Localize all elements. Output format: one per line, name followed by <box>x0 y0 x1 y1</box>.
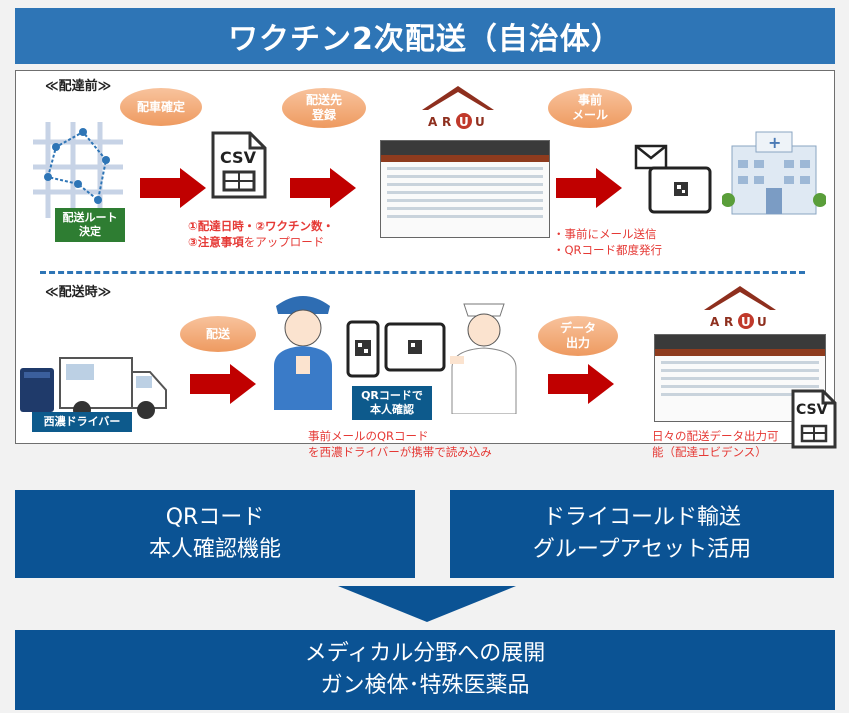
tablet-qr-icon <box>384 322 446 372</box>
csv-label: CSV <box>796 402 828 418</box>
phone-qr-icon <box>346 320 380 378</box>
delivery-bubble: 配送 <box>180 316 256 352</box>
chevron-down-icon <box>338 586 516 622</box>
email-bubble: 事前メール <box>548 88 632 128</box>
driver-person-icon <box>274 296 332 410</box>
data-output-note: 日々の配送データ出力可 能（配達エビデンス） <box>652 429 779 459</box>
email-note: ・事前にメール送信 ・QRコード都度発行 <box>553 227 663 257</box>
hospital-icon: + <box>722 131 826 215</box>
qr-note: 事前メールのQRコード を西濃ドライバーが携帯で読み込み <box>308 429 492 459</box>
page-title: ワクチン2次配送（自治体） <box>15 8 835 64</box>
aruu-logo: A R U U <box>422 86 494 129</box>
section-label-before: ≪配達前≫ <box>45 79 112 94</box>
arrow-right-icon <box>140 168 206 208</box>
arrow-right-icon <box>548 364 614 404</box>
svg-text:A: A <box>710 315 720 329</box>
driver-label: 西濃ドライバー <box>32 412 132 432</box>
arrow-right-icon <box>290 168 356 208</box>
medical-expansion-box: メディカル分野への展開 ガン検体･特殊医薬品 <box>15 630 835 710</box>
csv-label: CSV <box>220 148 256 167</box>
svg-text:U: U <box>459 115 469 129</box>
route-map-icon <box>28 122 128 218</box>
csv-file-icon <box>791 389 837 449</box>
qr-verification-label: QRコードで本人確認 <box>352 386 432 420</box>
svg-text:R: R <box>442 115 451 129</box>
svg-text:R: R <box>724 315 733 329</box>
section-divider <box>40 271 805 274</box>
arrow-right-icon <box>556 168 622 208</box>
section-label-during: ≪配送時≫ <box>45 285 112 300</box>
route-decision-label: 配送ルート決定 <box>55 208 125 242</box>
svg-text:U: U <box>741 315 751 329</box>
svg-text:U: U <box>757 315 767 329</box>
aruu-logo: A R U U <box>704 286 776 329</box>
dispatch-bubble: 配車確定 <box>120 88 202 126</box>
register-bubble: 配送先登録 <box>282 88 366 128</box>
upload-note: ①配達日時・②ワクチン数・ ③注意事項をアップロード <box>188 219 334 249</box>
tablet-qr-icon <box>648 166 712 214</box>
svg-text:+: + <box>768 133 781 152</box>
delivery-van-icon <box>20 357 167 419</box>
qr-feature-box: QRコード 本人確認機能 <box>15 490 415 578</box>
csv-file-icon <box>211 131 267 199</box>
cold-transport-box: ドライコールド輸送 グループアセット活用 <box>450 490 834 578</box>
arrow-right-icon <box>190 364 256 404</box>
data-output-bubble: データ出力 <box>538 316 618 356</box>
system-screenshot <box>380 140 550 238</box>
svg-text:A: A <box>428 115 438 129</box>
svg-text:U: U <box>475 115 485 129</box>
nurse-icon <box>450 303 517 414</box>
